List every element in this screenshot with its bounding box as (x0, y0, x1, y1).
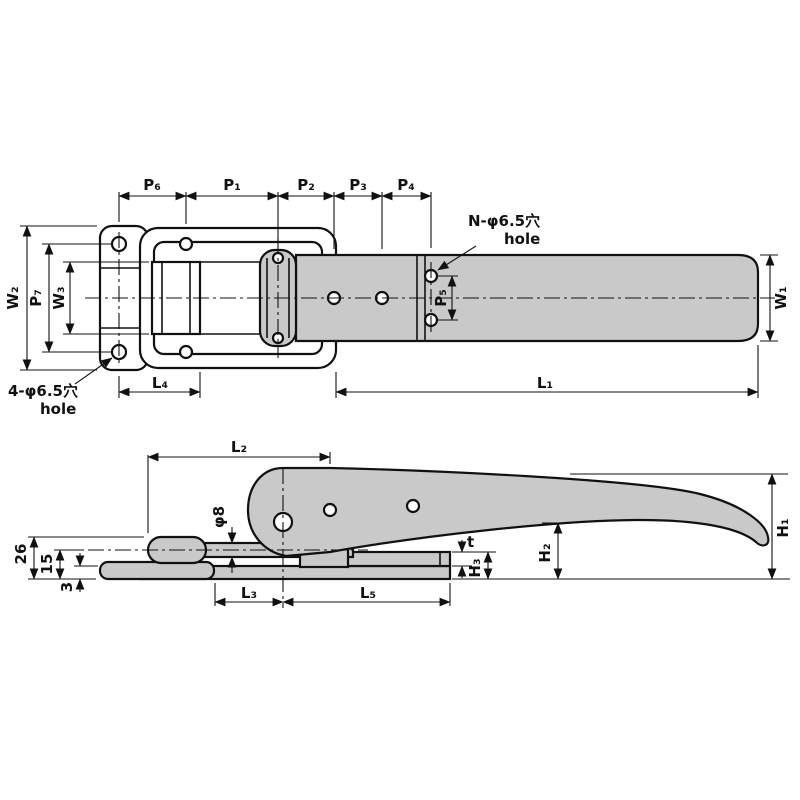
length-dimensions-top-view: L₄ L₁ (118, 345, 759, 398)
l2-dimension: L₂ (147, 438, 331, 533)
dim-label-26: 26 (12, 544, 30, 565)
dim-label-p4: P₄ (397, 176, 415, 194)
dim-label-w1: W₁ (772, 286, 790, 309)
rivet-hole (178, 344, 194, 360)
leader-line-four-hole (74, 357, 113, 385)
dim-label-w2: W₂ (4, 286, 22, 309)
dim-label-p7: P₇ (27, 289, 45, 307)
base-bracket-step (343, 550, 452, 568)
right-height-dimensions: t H₃ H₂ H₁ (452, 473, 792, 580)
dim-label-l3: L₃ (241, 584, 257, 602)
handle-lever (246, 466, 770, 558)
left-height-dimensions: 26 15 3 (12, 536, 144, 592)
leader-line-n-hole (437, 245, 477, 271)
dim-label-phi8: φ8 (210, 506, 228, 528)
dim-label-p6: P₆ (143, 176, 161, 194)
dim-label-l2: L₂ (231, 438, 247, 456)
dim-label-l1: L₁ (537, 374, 553, 392)
dim-label-3: 3 (58, 582, 76, 592)
handle-hole (405, 498, 421, 514)
width-dimensions: W₂ P₇ W₃ W₁ P₅ (4, 225, 790, 371)
bottom-length-dimensions: L₃ L₅ (214, 583, 451, 607)
dim-label-h1: H₁ (774, 518, 792, 537)
callout-n-hole-sub: hole (504, 230, 540, 248)
dim-label-h3: H₃ (466, 558, 484, 577)
handle-hole (322, 502, 338, 518)
dim-label-l4: L₄ (152, 374, 168, 392)
callout-four-hole-sub: hole (40, 400, 76, 418)
hole-callouts: N-φ6.5穴 hole 4-φ6.5穴 hole (8, 212, 540, 418)
dim-label-15: 15 (38, 554, 56, 575)
side-view: L₂ φ8 26 15 3 L₃ (12, 438, 792, 608)
dim-label-w3: W₃ (50, 286, 68, 309)
top-view: P₆ P₁ P₂ P₃ P₄ W₂ P₇ W₃ W₁ (4, 176, 790, 418)
dim-label-t: t (467, 533, 474, 551)
pitch-dimensions: P₆ P₁ P₂ P₃ P₄ (118, 176, 432, 249)
phi8-dimension: φ8 (210, 506, 237, 573)
dim-label-h2: H₂ (536, 543, 554, 562)
dim-label-p5: P₅ (432, 289, 450, 307)
catch-plate (98, 560, 216, 581)
dim-label-p3: P₃ (349, 176, 367, 194)
callout-four-hole: 4-φ6.5穴 (8, 382, 78, 400)
callout-n-hole: N-φ6.5穴 (468, 212, 540, 230)
dim-label-p2: P₂ (297, 176, 315, 194)
rivet-hole (178, 236, 194, 252)
dim-label-l5: L₅ (360, 584, 376, 602)
dim-label-p1: P₁ (223, 176, 241, 194)
